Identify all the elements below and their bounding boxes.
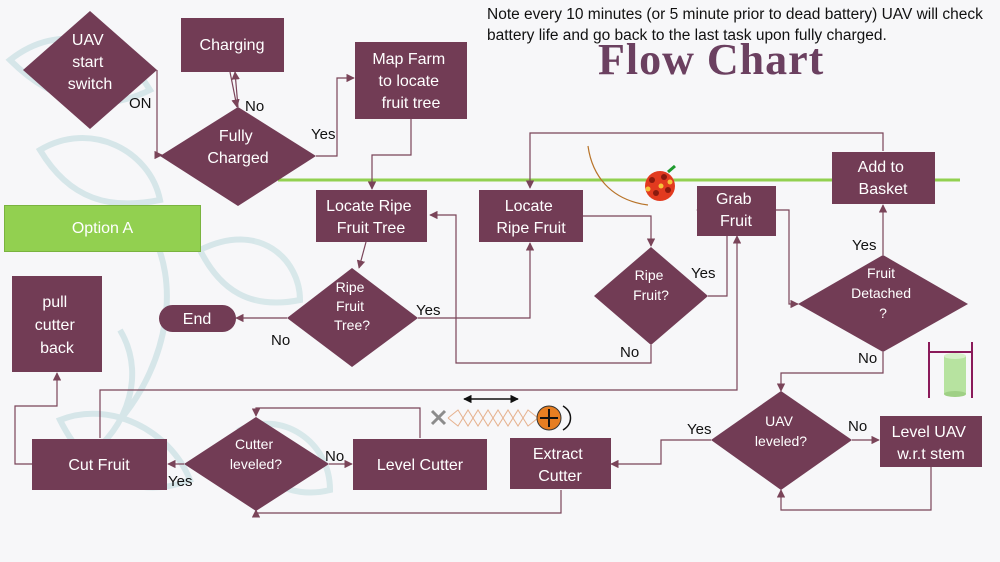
uav-leveled-diamond [711, 391, 852, 490]
pull-cutter-label: pull cutter back [35, 294, 79, 357]
edge-cut-fruit-to-pull-cutter [14, 372, 62, 465]
uav-leveled-label: UAV leveled? [755, 413, 807, 449]
ripe-fruit-label: Ripe Fruit? [633, 267, 669, 303]
basket-cylinder-icon [928, 342, 973, 398]
ripe-tree-diamond [287, 268, 418, 367]
map-farm-box [355, 42, 467, 119]
edge-uav-leveled-to-extract [610, 439, 711, 469]
level-cutter-box [353, 439, 487, 490]
locate-ripe-tree-label: Locate Ripe Fruit Tree [326, 198, 416, 237]
end-label: End [183, 311, 211, 328]
charging-label: Charging [200, 37, 265, 54]
option-a-box: Option A [4, 205, 201, 252]
battery-note: Note every 10 minutes (or 5 minute prior… [487, 6, 983, 44]
edge-locate-fruit-to-ripe-fruit [583, 215, 656, 247]
cutter-mechanism-icon [430, 394, 572, 431]
ripe-tree-label: Ripe Fruit Tree? [334, 279, 370, 333]
yes-ripe-tree-label: Yes [416, 302, 440, 319]
cutter-leveled-diamond [184, 417, 329, 511]
on-label: ON [129, 95, 152, 112]
page-title: Flow Chart [598, 35, 825, 84]
yes-cutter-level-label: Yes [168, 473, 192, 490]
yes-detached-label: Yes [852, 237, 876, 254]
edge-locate-tree-to-ripe-tree [356, 241, 367, 269]
edge-basket-to-locate-fruit [525, 132, 884, 189]
node-labels: UAV start switch Charging Fully Charged … [35, 32, 971, 485]
edge-labels: ON No Yes Yes No Yes No Yes No Yes No No… [129, 95, 877, 490]
cutter-leveled-label: Cutter leveled? [230, 436, 282, 472]
edge-map-to-locate-tree [367, 119, 412, 190]
locate-ripe-fruit-label: Locate Ripe Fruit [496, 198, 566, 237]
uav-start-label: UAV start switch [68, 32, 112, 93]
fully-charged-label: Fully Charged [207, 128, 268, 167]
edge-charged-to-map-farm [316, 73, 355, 157]
yes-uav-level-label: Yes [687, 421, 711, 438]
extract-cutter-label: Extract Cutter [533, 446, 587, 485]
ripe-fruit-diamond [594, 247, 708, 345]
level-uav-label: Level UAV w.r.t stem [892, 424, 971, 463]
edge-cut-fruit-to-grab [99, 235, 742, 438]
edge-ripe-fruit-no-to-locate-tree [429, 210, 652, 364]
yes-charged-label: Yes [311, 126, 335, 143]
charging-box [181, 18, 284, 72]
edge-level-uav-to-uav-leveled [776, 467, 932, 511]
process-boxes [12, 18, 982, 490]
fruit-cluster-icon [587, 145, 676, 206]
no-charge-label: No [245, 98, 264, 115]
edge-grab-to-detached [776, 209, 799, 309]
yes-ripe-fruit-label: Yes [691, 265, 715, 282]
edge-ripe-tree-to-locate-fruit [418, 242, 535, 319]
add-basket-label: Add to Basket [858, 159, 909, 198]
edge-charging-to-fully-charged [229, 71, 240, 108]
grab-fruit-box [697, 186, 776, 236]
cut-fruit-box [32, 439, 167, 490]
fully-charged-diamond [160, 107, 316, 206]
edge-start-to-fully-charged [154, 70, 163, 160]
level-cutter-label: Level Cutter [377, 457, 464, 474]
locate-ripe-fruit-box [479, 190, 583, 242]
end-terminator [159, 305, 236, 332]
fruit-detached-diamond [798, 255, 968, 352]
no-ripe-fruit-label: No [620, 344, 639, 361]
edge-extract-to-cutter-leveled [251, 490, 562, 518]
edge-detached-no-to-uav-leveled [776, 352, 884, 392]
no-uav-level-label: No [848, 418, 867, 435]
background-leaf-decoration [5, 35, 334, 496]
grab-fruit-label: Grab Fruit [716, 191, 756, 230]
decision-diamonds [23, 11, 968, 511]
no-cutter-level-label: No [325, 448, 344, 465]
uav-start-diamond [23, 11, 157, 129]
extract-cutter-box [510, 438, 611, 489]
locate-ripe-tree-box [316, 190, 427, 242]
level-uav-box [880, 416, 982, 467]
no-ripe-tree-label: No [271, 332, 290, 349]
pull-cutter-box [12, 276, 102, 372]
cut-fruit-label: Cut Fruit [68, 457, 130, 474]
add-basket-box [832, 152, 935, 204]
fruit-detached-label: Fruit Detached ? [851, 265, 915, 321]
no-detached-label: No [858, 350, 877, 367]
edge-level-cutter-to-cutter-leveled [251, 407, 421, 438]
connectors [14, 70, 932, 518]
map-farm-label: Map Farm to locate fruit tree [372, 51, 449, 112]
